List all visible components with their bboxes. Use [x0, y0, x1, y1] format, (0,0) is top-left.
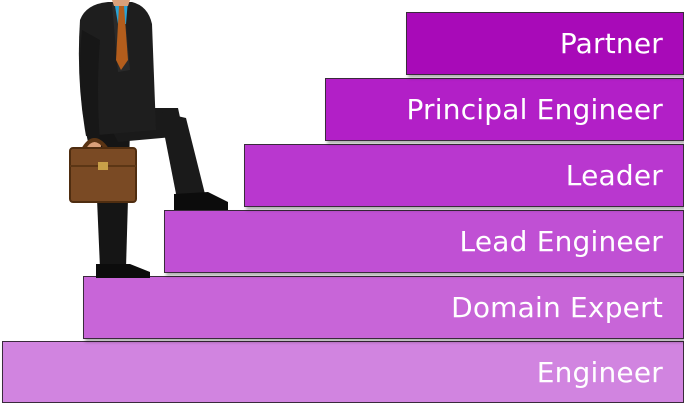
- step-engineer: Engineer: [2, 341, 684, 403]
- businessman-icon: [69, 0, 228, 278]
- step-label-domain-expert: Domain Expert: [451, 291, 663, 324]
- step-label-leader: Leader: [565, 159, 663, 192]
- step-label-partner: Partner: [559, 27, 663, 60]
- step-label-principal-engineer: Principal Engineer: [406, 93, 663, 126]
- step-lead-engineer: Lead Engineer: [164, 210, 684, 273]
- step-principal-engineer: Principal Engineer: [325, 78, 684, 141]
- step-label-engineer: Engineer: [536, 355, 663, 389]
- step-domain-expert: Domain Expert: [83, 276, 684, 339]
- step-label-lead-engineer: Lead Engineer: [459, 225, 663, 258]
- step-leader: Leader: [244, 144, 684, 207]
- step-partner: Partner: [406, 12, 684, 75]
